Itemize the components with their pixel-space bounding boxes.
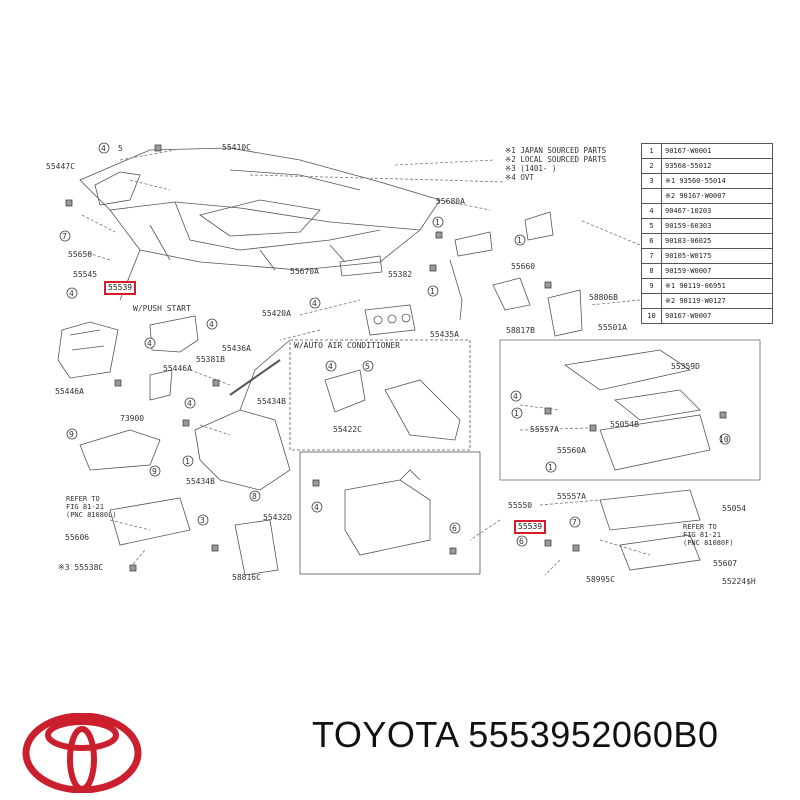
- table-row: 3※1 93560-55014: [641, 173, 773, 189]
- reference-note: REFER TO FIG 81-21 (PNC 81080F): [683, 523, 734, 547]
- callout-number: 6: [452, 524, 457, 533]
- part-label: 55501A: [598, 323, 627, 332]
- part-label: 55670A: [290, 267, 319, 276]
- part-label: 58806B: [589, 293, 618, 302]
- toyota-logo-icon: [22, 713, 142, 793]
- part-label: 55422C: [333, 425, 362, 434]
- part-label: 55434B: [186, 477, 215, 486]
- callout-number: 4: [147, 339, 152, 348]
- part-label: 55359D: [671, 362, 700, 371]
- callout-number: 9: [69, 430, 74, 439]
- part-label: 58995C: [586, 575, 615, 584]
- callout-number: 1: [548, 463, 553, 472]
- callout-number: 6: [519, 537, 524, 546]
- callout-number: 1: [435, 218, 440, 227]
- part-label: 73900: [120, 414, 145, 423]
- callout-number: 4: [187, 399, 192, 408]
- reference-note: REFER TO FIG 81-21 (PNC 81080L): [66, 495, 117, 519]
- part-label: 55560A: [557, 446, 586, 455]
- part-label: 55381B: [196, 355, 225, 364]
- callout-number: 1: [514, 409, 519, 418]
- legend-line: ※1 JAPAN SOURCED PARTS: [505, 146, 607, 155]
- callout-number: 5: [118, 144, 123, 153]
- table-row: 10 90167-W0007: [641, 308, 773, 324]
- brand-name: TOYOTA: [312, 714, 458, 755]
- legend-line: ※4 OVT: [505, 173, 534, 182]
- part-number: 5553952060B0: [468, 714, 719, 755]
- part-label: 55557A: [530, 425, 559, 434]
- legend-line: ※3 (1401- ): [505, 164, 557, 173]
- callout-number: 1: [185, 457, 190, 466]
- part-label: 55680A: [436, 197, 465, 206]
- table-row: ※2 90119-W0127: [641, 293, 773, 309]
- part-label: 55382: [388, 270, 413, 279]
- part-label: 55557A: [557, 492, 586, 501]
- condition-note: W/AUTO AIR CONDITIONER: [294, 341, 400, 350]
- highlighted-part-label: 55539: [104, 281, 137, 295]
- part-label: 55660: [511, 262, 536, 271]
- callout-number: 3: [200, 516, 205, 525]
- part-label: 55446A: [163, 364, 192, 373]
- part-label: 55054B: [610, 420, 639, 429]
- part-label: 55550: [508, 501, 533, 510]
- table-row: 4 90467-10203: [641, 203, 773, 219]
- callout-number: 4: [328, 362, 333, 371]
- brand-caption: TOYOTA 5553952060B0: [312, 714, 718, 756]
- legend-line: ※2 LOCAL SOURCED PARTS: [505, 155, 607, 164]
- callout-number: 1: [430, 287, 435, 296]
- callout-number: 8: [252, 492, 257, 501]
- part-label: 55420A: [262, 309, 291, 318]
- part-label: 55435A: [430, 330, 459, 339]
- callout-number: 1: [517, 236, 522, 245]
- callout-number: 4: [101, 144, 106, 153]
- condition-note: W/PUSH START: [133, 304, 191, 313]
- fastener-part-table: 1 90167-W0001 2 93568-55012 3※1 93560-55…: [641, 143, 773, 324]
- callout-number: 10: [719, 435, 729, 444]
- part-label: 58816C: [232, 573, 261, 582]
- callout-number: 5: [365, 362, 370, 371]
- callout-number: 4: [513, 392, 518, 401]
- part-label: ※3 55538C: [58, 563, 104, 572]
- part-label: 55545: [73, 270, 98, 279]
- row-number: 10: [641, 308, 662, 324]
- part-label: 55607: [713, 559, 738, 568]
- callout-number: 4: [312, 299, 317, 308]
- part-label: 55650: [68, 250, 93, 259]
- drawing-number: 55224$H: [722, 577, 756, 586]
- table-row: 8 90159-W0007: [641, 263, 773, 279]
- callout-number: 4: [209, 320, 214, 329]
- row-part: 90167-W0007: [661, 308, 773, 324]
- callout-number: 9: [152, 467, 157, 476]
- callout-number: 7: [62, 232, 67, 241]
- part-label: 55054: [722, 504, 747, 513]
- table-row: 2 93568-55012: [641, 158, 773, 174]
- callout-number: 4: [69, 289, 74, 298]
- callout-number: 7: [572, 518, 577, 527]
- part-label: 58817B: [506, 326, 535, 335]
- table-row: 1 90167-W0001: [641, 143, 773, 159]
- part-label: 55447C: [46, 162, 75, 171]
- legend: ※1 JAPAN SOURCED PARTS ※2 LOCAL SOURCED …: [505, 146, 606, 182]
- part-label: 55436A: [222, 344, 251, 353]
- part-label: 55606: [65, 533, 90, 542]
- part-label: 55410C: [222, 143, 251, 152]
- part-label: 55446A: [55, 387, 84, 396]
- part-label: 55434B: [257, 397, 286, 406]
- highlighted-part-label: 55539: [514, 520, 547, 534]
- callout-number: 4: [314, 503, 319, 512]
- part-label: 55432D: [263, 513, 292, 522]
